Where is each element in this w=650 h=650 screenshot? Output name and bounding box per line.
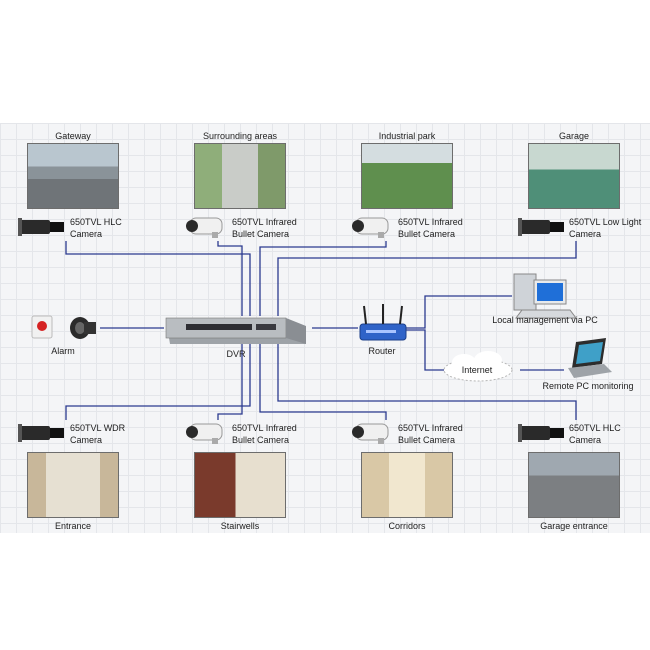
box-camera-icon: [18, 218, 64, 236]
camera-label-entrance: 650TVL WDR Camera: [70, 423, 126, 445]
location-title-garage: Garage: [558, 131, 590, 141]
internet-cloud-icon: [443, 351, 513, 382]
box-camera-icon: [18, 424, 64, 442]
location-title-corridors: Corridors: [388, 521, 426, 531]
industrial-park-photo: [361, 143, 453, 209]
camera-label-surrounding-areas: 650TVL Infrared Bullet Camera: [232, 217, 297, 239]
box-camera-icon: [518, 424, 564, 442]
location-title-surrounding-areas: Surrounding areas: [202, 131, 278, 141]
camera-label-stairwells: 650TVL Infrared Bullet Camera: [232, 423, 297, 445]
dvr-label: DVR: [226, 349, 246, 359]
box-camera-icon: [518, 218, 564, 236]
camera-label-garage-entrance: 650TVL HLC Camera: [569, 423, 621, 445]
alarm-button-icon: [31, 315, 53, 339]
location-title-gateway: Gateway: [55, 131, 91, 141]
desktop-pc-icon: [513, 273, 577, 319]
location-title-stairwells: Stairwells: [220, 521, 260, 531]
garage-entrance-photo: [528, 452, 620, 518]
router-label: Router: [368, 346, 396, 356]
surrounding-areas-photo: [194, 143, 286, 209]
entrance-photo: [27, 452, 119, 518]
location-title-garage-entrance: Garage entrance: [540, 521, 608, 531]
laptop-icon: [568, 338, 612, 378]
camera-label-garage: 650TVL Low Light Camera: [569, 217, 642, 239]
internet-label: Internet: [461, 365, 493, 375]
bullet-camera-icon: [352, 217, 389, 238]
camera-label-gateway: 650TVL HLC Camera: [70, 217, 122, 239]
stairwells-photo: [194, 452, 286, 518]
bullet-camera-icon: [352, 423, 389, 444]
bullet-camera-icon: [186, 217, 223, 238]
location-title-industrial-park: Industrial park: [378, 131, 436, 141]
alarm-siren-icon: [70, 317, 96, 339]
location-title-entrance: Entrance: [54, 521, 92, 531]
camera-label-industrial-park: 650TVL Infrared Bullet Camera: [398, 217, 463, 239]
gateway-photo: [27, 143, 119, 209]
connection-lines: [65, 241, 577, 420]
dvr-icon: [165, 317, 306, 344]
remote-pc-label: Remote PC monitoring: [542, 381, 634, 391]
local-pc-label: Local management via PC: [492, 315, 598, 325]
garage-photo: [528, 143, 620, 209]
bullet-camera-icon: [186, 423, 223, 444]
router-icon: [359, 304, 407, 341]
alarm-label: Alarm: [51, 346, 75, 356]
camera-label-corridors: 650TVL Infrared Bullet Camera: [398, 423, 463, 445]
corridors-photo: [361, 452, 453, 518]
